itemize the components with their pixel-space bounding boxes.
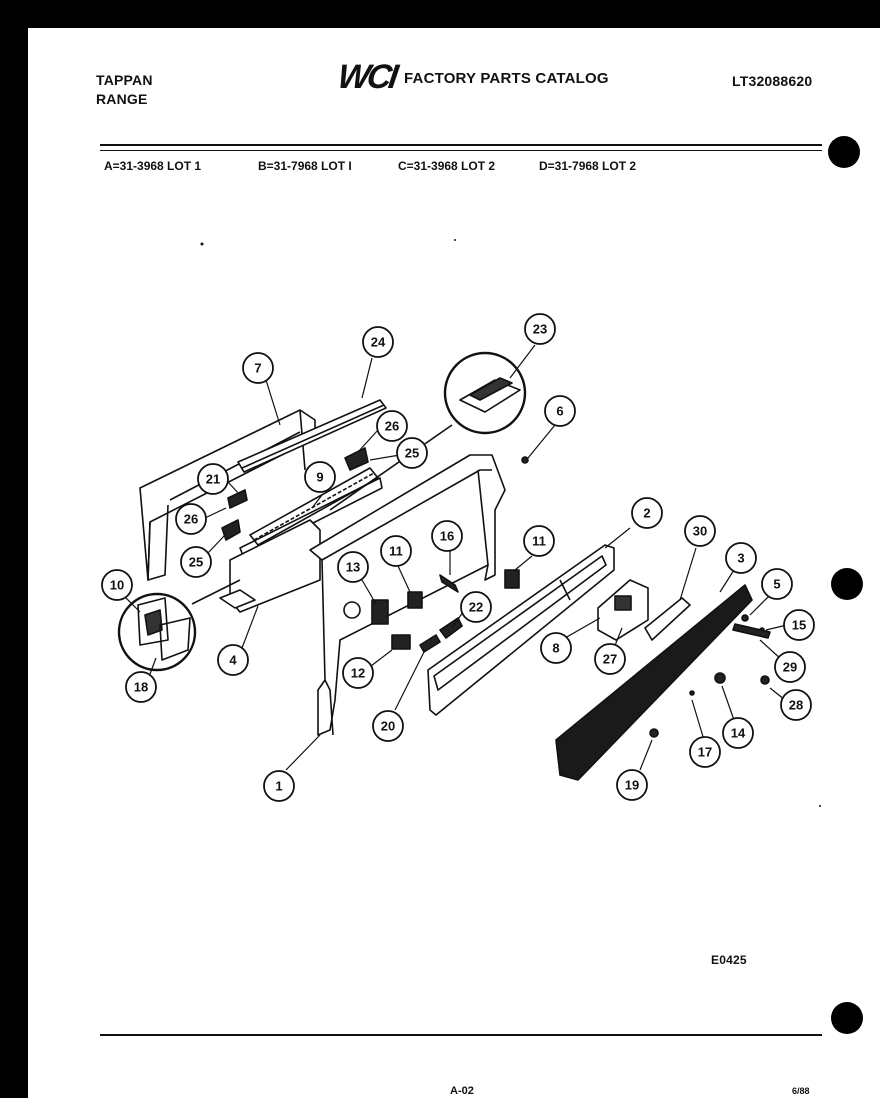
punch-hole-top xyxy=(828,136,860,168)
callout-14: 14 xyxy=(731,726,746,741)
callout-9: 9 xyxy=(316,470,323,485)
callout-13: 13 xyxy=(346,560,360,575)
callout-2: 2 xyxy=(643,506,650,521)
callout-21: 21 xyxy=(206,472,220,487)
callout-28: 28 xyxy=(789,698,803,713)
callout-bubble-15 xyxy=(783,609,815,641)
callout-bubble-30 xyxy=(684,515,716,547)
label-plate-part xyxy=(644,597,691,641)
inset-detail-23 xyxy=(329,351,527,511)
callout-25b: 25 xyxy=(189,555,203,570)
callout-1: 1 xyxy=(275,779,282,794)
callout-26a: 26 xyxy=(385,419,399,434)
page-ref: A-02 xyxy=(450,1085,474,1097)
brand-line1: TAPPAN xyxy=(96,72,153,88)
callout-bubble-3 xyxy=(725,542,757,574)
header-rule-bottom xyxy=(100,150,822,151)
callout-22: 22 xyxy=(469,600,483,615)
trim-strip-part xyxy=(237,399,387,473)
callout-25a: 25 xyxy=(405,446,419,461)
callout-bubble-13 xyxy=(337,551,369,583)
stray-marks xyxy=(200,239,821,807)
callout-bubble-14 xyxy=(722,717,754,749)
callout-19: 19 xyxy=(625,778,639,793)
callout-15: 15 xyxy=(792,618,806,633)
inset-detail-18 xyxy=(117,579,241,672)
callout-bubble-23 xyxy=(524,313,556,345)
lot-a: A=31-3968 LOT 1 xyxy=(104,159,202,173)
callout-27: 27 xyxy=(603,652,617,667)
punch-hole-bottom xyxy=(831,1002,863,1034)
brand-line2: RANGE xyxy=(96,91,148,107)
callout-8: 8 xyxy=(552,641,559,656)
callout-bubble-1 xyxy=(263,770,295,802)
date-code: 6/88 xyxy=(792,1086,810,1096)
callout-bubble-25a xyxy=(396,437,428,469)
callout-bubble-29 xyxy=(774,651,806,683)
callout-bubble-27 xyxy=(594,643,626,675)
switch-bracket-part xyxy=(597,579,649,641)
callout-bubble-9 xyxy=(304,461,336,493)
callout-30: 30 xyxy=(693,524,707,539)
callout-bubble-26b xyxy=(175,503,207,535)
callout-18: 18 xyxy=(134,680,148,695)
callout-24: 24 xyxy=(371,335,386,350)
callout-bubble-19 xyxy=(616,769,648,801)
callout-bubble-21 xyxy=(197,463,229,495)
callout-bubbles xyxy=(101,313,815,802)
lot-d: D=31-7968 LOT 2 xyxy=(539,159,637,173)
front-glass-panel-part xyxy=(555,584,753,781)
callout-bubble-2 xyxy=(631,497,663,529)
callout-5: 5 xyxy=(773,577,780,592)
callout-23: 23 xyxy=(533,322,547,337)
callout-11b: 11 xyxy=(532,534,546,549)
callout-bubble-11a xyxy=(380,535,412,567)
callout-20: 20 xyxy=(381,719,395,734)
callout-29: 29 xyxy=(783,660,797,675)
catalog-title: FACTORY PARTS CATALOG xyxy=(404,70,609,87)
callout-bubble-24 xyxy=(362,326,394,358)
callout-26b: 26 xyxy=(184,512,198,527)
callout-3: 3 xyxy=(737,551,744,566)
callout-bubble-16 xyxy=(431,520,463,552)
callout-4: 4 xyxy=(229,653,237,668)
callout-bubble-7 xyxy=(242,352,274,384)
callout-bubble-10 xyxy=(101,569,133,601)
callout-bubble-20 xyxy=(372,710,404,742)
callout-bubble-12 xyxy=(342,657,374,689)
callout-bubble-22 xyxy=(460,591,492,623)
base-channel-part xyxy=(219,519,321,613)
callout-bubble-18 xyxy=(125,671,157,703)
callout-bubble-17 xyxy=(689,736,721,768)
callout-10: 10 xyxy=(110,578,124,593)
callout-bubble-8 xyxy=(540,632,572,664)
callout-bubble-5 xyxy=(761,568,793,600)
callout-11a: 11 xyxy=(389,544,403,559)
callout-bubble-26a xyxy=(376,410,408,442)
callout-17: 17 xyxy=(698,745,712,760)
callout-7: 7 xyxy=(254,361,261,376)
callout-12: 12 xyxy=(351,666,365,681)
header-rule-top xyxy=(100,144,822,146)
callout-bubble-6 xyxy=(544,395,576,427)
figure-code: E0425 xyxy=(711,953,747,967)
callout-bubble-11b xyxy=(523,525,555,557)
callout-bubble-4 xyxy=(217,644,249,676)
lot-c: C=31-3968 LOT 2 xyxy=(398,159,496,173)
lot-b: B=31-7968 LOT I xyxy=(258,159,352,173)
callout-6: 6 xyxy=(556,404,563,419)
footer-rule xyxy=(100,1034,822,1036)
callout-bubble-28 xyxy=(780,689,812,721)
callout-16: 16 xyxy=(440,529,454,544)
doc-number: LT32088620 xyxy=(732,73,813,89)
control-fascia-part xyxy=(427,544,615,716)
callout-bubble-25b xyxy=(180,546,212,578)
punch-hole-middle xyxy=(831,568,863,600)
